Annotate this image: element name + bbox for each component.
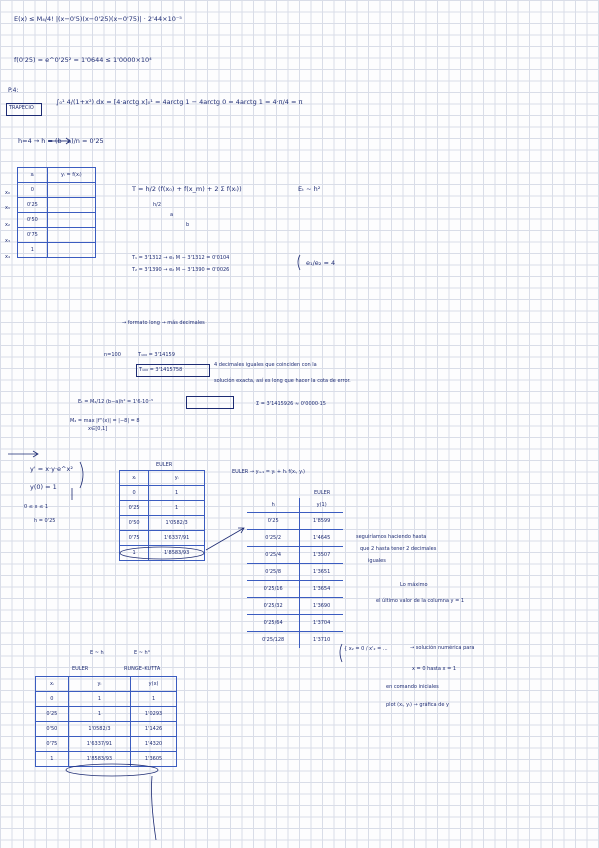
label-runge-kutta: RUNGE–KUTTA [124,666,161,672]
t-approx-box [136,364,210,377]
ode: y' = x·y·e^x² [30,465,73,473]
trap-sub-b: b [186,222,190,228]
euler-formula: EULER → yᵢ₊₁ = yᵢ + hᵢ f(xᵢ, yᵢ) [232,469,305,475]
problem-label: P.4: [8,87,19,94]
err-rk: E ~ h⁴ [134,650,150,656]
m2: M₂ = max |f''(x)| = |−8| = 8 [70,418,140,424]
note-b: que 2 hasta tener 2 decimales [360,546,437,552]
diff: Σ = 3'1415926 ≈ 0'0000·15 [256,401,326,407]
arrow-step [48,137,71,145]
method-label: TRAPECIO [9,105,34,111]
euler-title: EULER [156,462,173,468]
compare-last-ellipse [65,763,159,777]
tail-line [151,775,157,841]
m2-range: x∈[0,1] [88,426,108,432]
note-c: iguales [368,558,386,564]
arrow-to-h-table [205,527,245,551]
ode-system: { x₂ = 0 / x'₂ = ... [344,646,388,652]
ode-note-a: → solución numérica para [410,645,475,651]
method-box [6,103,42,116]
note-decimals-1: 4 decimales iguales que coinciden con la [214,362,317,368]
interval: 0 ≤ x ≤ 1 [24,504,49,510]
trap-error: Eₜ ~ h² [298,185,321,193]
label-euler: EULER [72,666,89,672]
ratio: e₁/e₂ ≈ 4 [306,259,336,267]
t-exact: T₁₀₀ = 3'14159 [138,352,175,358]
integral-expr: ∫₀¹ 4/(1+x²) dx = [4·arctg x]₀¹ = 4arctg… [56,98,303,106]
ode-note-d: plot (xᵢ, yᵢ) → gráfica de y [386,702,449,708]
note-long: → formato long → más decimales [122,320,205,326]
row-label-x3: x₃ [5,238,10,244]
error-value-box [186,396,234,409]
euler-last-ellipse [119,546,205,560]
row-label-x4: x₄ [5,254,10,260]
trap-sub-a: a [170,212,174,218]
euler2-title: EULER [314,490,331,496]
error-formula: E(x) ≤ M₄/4! |(x−0'5)(x−0'25)(x−0'75)| ·… [14,15,182,23]
row-label-x1: x₁ [5,205,10,211]
note-a: seguiríamos haciendo hasta [356,534,427,540]
f-value: f(0'25) = e^0'25² = 1'0644 ≤ 1'0000×10⁴ [14,56,152,64]
t2-line: T₂ = 3'1390 → e₂ M − 3'1390 = 0'0026 [132,267,230,273]
ode-note-b: x = 0 hasta x = 1 [412,666,457,672]
error-bound: Eₜ = M₂/12 (b−a)h² = 1'6·10⁻⁵ [78,399,154,405]
t-approx: T₁₀₀ = 3'1415758 [139,367,183,373]
ode-bracket [79,461,84,489]
note-d: Lo máximo [400,582,428,588]
note-e: el último valor de la columna y = 1 [376,598,465,604]
trap-formula: T = h/2 (f(x₀) + f(x_m) + 2 Σ f(xᵢ)) [132,185,242,193]
ode-note-c: en comando iniciales [386,684,439,690]
row-label-x2: x₂ [5,222,10,228]
t1-line: T₁ = 3'1312 → e₁ M − 3'1312 = 0'0104 [132,255,230,261]
n-value: n=100 [104,352,121,358]
h-step: h = 0'25 [34,518,56,524]
trap-sub-h2: h/2 [153,202,162,208]
note-decimals-2: solución exacta, así es long que hacer l… [214,378,351,384]
arrow-section3 [8,450,39,458]
row-label-x0: x₀ [5,190,10,196]
initial-condition: y(0) = 1 [30,483,57,491]
err-euler: E ~ h [90,650,104,656]
